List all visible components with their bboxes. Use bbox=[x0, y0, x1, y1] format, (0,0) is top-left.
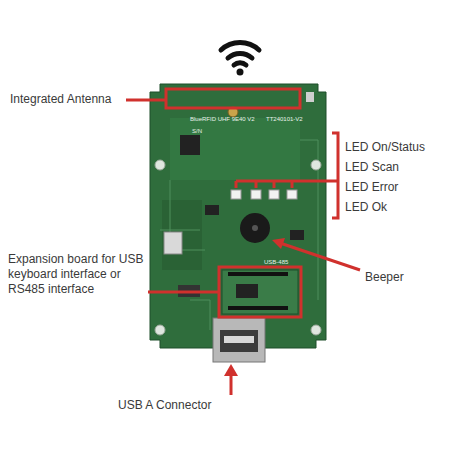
silkscreen-text: BlueRFID UHF 9E40 V2 bbox=[190, 116, 255, 123]
callout-label: Expansion board for USB keyboard interfa… bbox=[8, 252, 146, 297]
led-label: LED Ok bbox=[345, 200, 387, 215]
callout-label: Beeper bbox=[365, 270, 404, 285]
led-label: LED Error bbox=[345, 180, 398, 195]
silkscreen-text: S/N bbox=[192, 128, 202, 135]
callout-label: USB A Connector bbox=[118, 398, 211, 413]
silkscreen-text: USB-485 bbox=[264, 259, 288, 266]
led-label: LED On/Status bbox=[345, 140, 425, 155]
callout-label: Integrated Antenna bbox=[10, 92, 111, 107]
led-label: LED Scan bbox=[345, 160, 399, 175]
silkscreen-text: TT240101-V2 bbox=[266, 116, 303, 123]
